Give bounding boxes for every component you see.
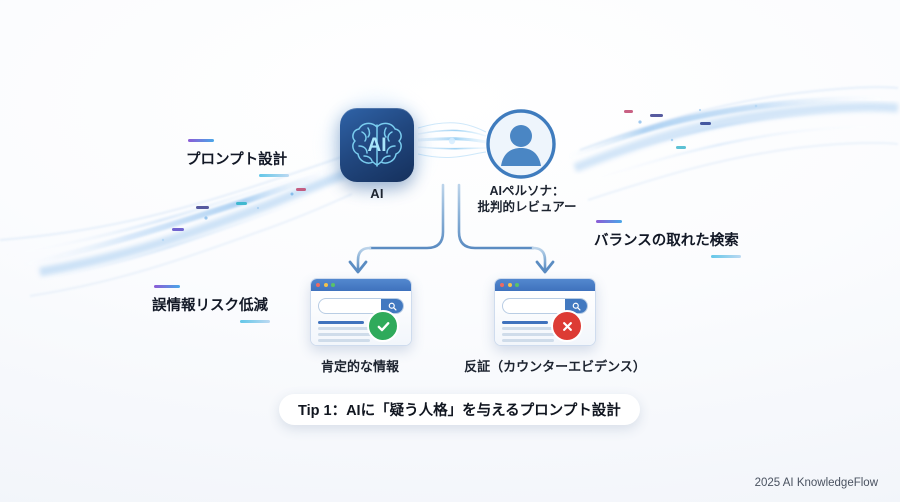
- browser-card-counter: [494, 278, 596, 346]
- cross-icon: [551, 310, 583, 342]
- check-icon: [367, 310, 399, 342]
- result-text-line: [502, 339, 554, 342]
- label-risk-reduction: 誤情報リスク低減: [152, 285, 270, 323]
- label-balanced-search: バランスの取れた検索: [594, 220, 741, 258]
- result-text-line: [502, 333, 566, 336]
- caption-counter: 反証（カウンターエビデンス）: [464, 359, 646, 374]
- footer-credit: 2025 AI KnowledgeFlow: [754, 477, 878, 489]
- tip-banner-text: Tip 1：AIに「疑う人格」を与えるプロンプト設計: [298, 403, 621, 419]
- result-text-line: [318, 327, 390, 330]
- search-input[interactable]: [318, 298, 404, 314]
- window-close-dot-icon: [316, 283, 320, 287]
- window-close-dot-icon: [500, 283, 504, 287]
- result-title-line: [502, 321, 548, 324]
- tick-decor-icon: [596, 220, 622, 223]
- browser-card-positive: [310, 278, 412, 346]
- result-lines: [318, 321, 404, 342]
- tip-banner: Tip 1：AIに「疑う人格」を与えるプロンプト設計: [279, 394, 640, 425]
- tick-decor-icon: [188, 139, 214, 142]
- search-icon[interactable]: [565, 299, 587, 313]
- label-prompt-design-text: プロンプト設計: [186, 152, 288, 168]
- tick-decor-icon: [154, 285, 180, 288]
- window-maximize-dot-icon: [331, 283, 335, 287]
- persona-node: [485, 108, 557, 180]
- tick-decor-icon: [710, 255, 741, 258]
- ai-node: AI: [318, 86, 436, 204]
- caption-positive: 肯定的な情報: [320, 359, 399, 374]
- window-maximize-dot-icon: [515, 283, 519, 287]
- window-minimize-dot-icon: [507, 283, 512, 287]
- result-text-line: [318, 333, 382, 336]
- window-minimize-dot-icon: [323, 283, 328, 287]
- label-balanced-search-text: バランスの取れた検索: [594, 233, 739, 249]
- result-title-line: [318, 321, 364, 324]
- svg-text:AI: AI: [368, 135, 387, 156]
- persona-node-label: AIペルソナ： 批判的レビュアー: [477, 184, 577, 214]
- ai-node-label: AI: [370, 186, 384, 201]
- result-lines: [502, 321, 588, 342]
- result-text-line: [502, 327, 574, 330]
- user-avatar-icon: [486, 109, 556, 179]
- tick-decor-icon: [240, 320, 270, 323]
- label-risk-reduction-text: 誤情報リスク低減: [152, 298, 268, 314]
- tick-decor-icon: [259, 174, 290, 177]
- browser-title-bar: [311, 279, 411, 291]
- result-text-line: [318, 339, 370, 342]
- browser-title-bar: [495, 279, 595, 291]
- label-prompt-design: プロンプト設計: [186, 139, 290, 177]
- ai-brain-icon: AI: [340, 108, 414, 182]
- search-icon[interactable]: [381, 299, 403, 313]
